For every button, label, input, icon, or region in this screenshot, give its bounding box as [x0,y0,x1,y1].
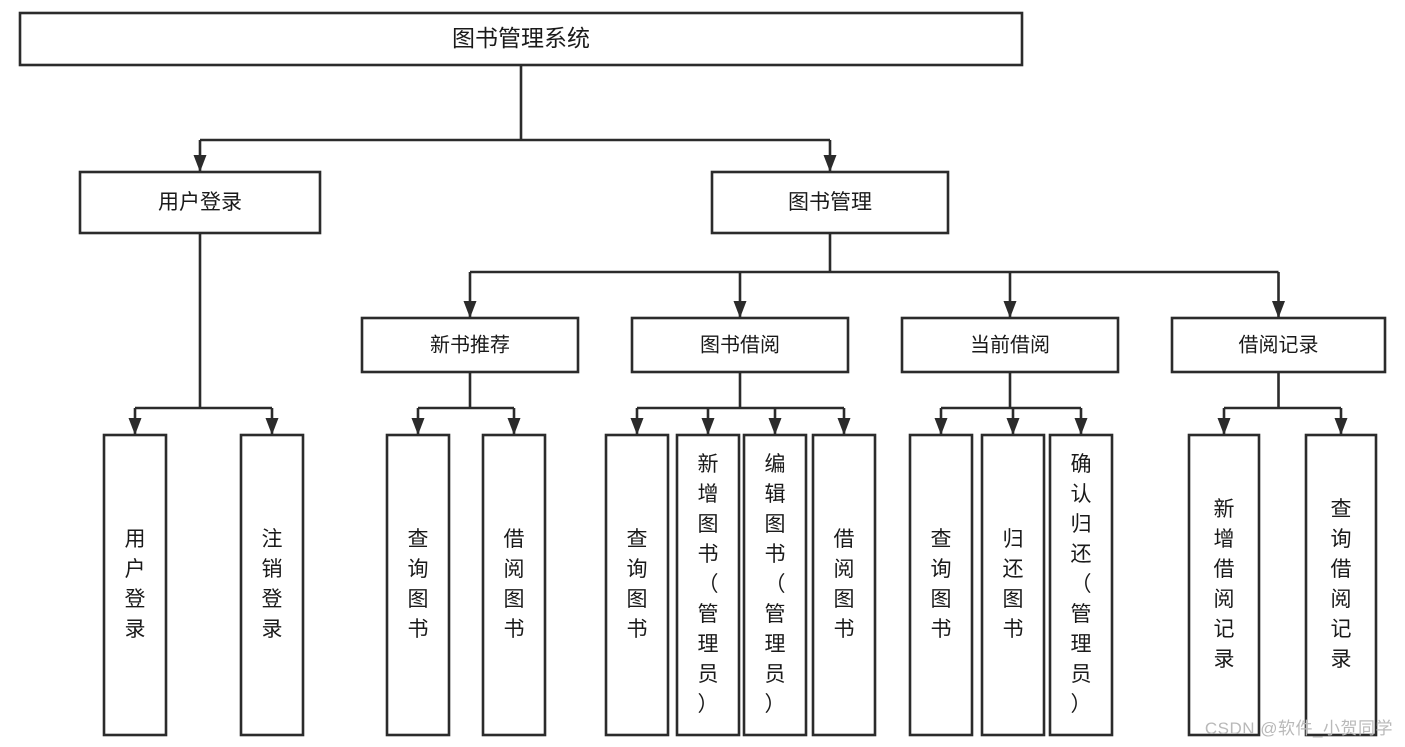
node-query-book-1[interactable]: 查询图书 [385,433,451,737]
node-borrow-book-1-label: 借阅图书 [504,528,525,641]
arrow-head [128,418,142,435]
node-return-book[interactable]: 归还图书 [980,433,1046,737]
node-query-book-1-label: 查询图书 [408,528,429,641]
arrow-head [507,418,521,435]
arrow-head [934,418,948,435]
arrow-head [1003,301,1017,318]
node-user-logout-label: 注销登录 [262,528,283,641]
node-user-login-do-rect [102,433,168,737]
node-query-borrow-record[interactable]: 查询借阅记录 [1304,433,1378,737]
node-confirm-return-admin-label: 确认归还（管理员） [1071,453,1092,716]
arrow-head [411,418,425,435]
node-query-book-3[interactable]: 查询图书 [908,433,974,737]
node-borrow-book-2[interactable]: 借阅图书 [811,433,877,737]
node-confirm-return-admin[interactable]: 确认归还（管理员） [1048,433,1114,737]
arrow-head [823,155,837,172]
connector-layer [128,65,1348,435]
node-add-borrow-record-rect [1187,433,1261,737]
node-root-label: 图书管理系统 [452,25,590,51]
node-add-book-admin-rect [675,433,741,737]
node-borrow-book-1-rect [481,433,547,737]
node-book-manage-label: 图书管理 [788,191,872,214]
node-query-book-2-rect [604,433,670,737]
node-user-login-rect [78,170,322,235]
node-query-borrow-record-label: 查询借阅记录 [1331,498,1352,671]
node-user-logout[interactable]: 注销登录 [239,433,305,737]
arrow-head [193,155,207,172]
node-new-book-recommend-label: 新书推荐 [430,333,510,356]
node-borrow-record-rect [1170,316,1387,374]
arrow-head [1006,418,1020,435]
node-user-logout-rect [239,433,305,737]
arrow-head [1334,418,1348,435]
node-edit-book-admin-rect [742,433,808,737]
arrow-head [265,418,279,435]
arrow-head [1217,418,1231,435]
node-book-borrow-rect [630,316,850,374]
node-book-manage[interactable]: 图书管理 [710,170,950,235]
node-borrow-book-2-rect [811,433,877,737]
node-edit-book-admin[interactable]: 编辑图书（管理员） [742,433,808,737]
node-add-borrow-record[interactable]: 新增借阅记录 [1187,433,1261,737]
node-user-login[interactable]: 用户登录 [78,170,322,235]
node-borrow-record-label: 借阅记录 [1239,333,1319,356]
node-query-book-3-rect [908,433,974,737]
node-root[interactable]: 图书管理系统 [18,11,1024,67]
node-book-borrow-label: 图书借阅 [700,333,780,356]
node-user-login-do-label: 用户登录 [125,528,146,641]
node-return-book-rect [980,433,1046,737]
node-query-book-2[interactable]: 查询图书 [604,433,670,737]
node-confirm-return-admin-rect [1048,433,1114,737]
node-layer: 图书管理系统用户登录用户登录注销登录图书管理新书推荐查询图书借阅图书图书借阅查询… [18,11,1387,737]
node-user-login-label: 用户登录 [158,191,242,214]
node-return-book-label: 归还图书 [1003,528,1024,641]
node-book-borrow[interactable]: 图书借阅 [630,316,850,374]
arrow-head [837,418,851,435]
node-edit-book-admin-label: 编辑图书（管理员） [765,453,786,716]
node-new-book-recommend-rect [360,316,580,374]
node-query-borrow-record-rect [1304,433,1378,737]
arrow-head [1272,301,1285,318]
node-book-manage-rect [710,170,950,235]
arrow-head [630,418,644,435]
node-borrow-record[interactable]: 借阅记录 [1170,316,1387,374]
node-add-book-admin[interactable]: 新增图书（管理员） [675,433,741,737]
node-add-borrow-record-label: 新增借阅记录 [1214,498,1235,671]
node-root-rect [18,11,1024,67]
node-borrow-book-1[interactable]: 借阅图书 [481,433,547,737]
node-user-login-do[interactable]: 用户登录 [102,433,168,737]
node-add-book-admin-label: 新增图书（管理员） [698,453,719,716]
arrow-head [1074,418,1088,435]
arrow-head [463,301,477,318]
arrow-head [701,418,715,435]
arrow-head [733,301,747,318]
node-new-book-recommend[interactable]: 新书推荐 [360,316,580,374]
node-current-borrow-rect [900,316,1120,374]
node-query-book-2-label: 查询图书 [627,528,648,641]
node-current-borrow[interactable]: 当前借阅 [900,316,1120,374]
node-query-book-1-rect [385,433,451,737]
node-borrow-book-2-label: 借阅图书 [834,528,855,641]
node-current-borrow-label: 当前借阅 [970,333,1050,356]
node-query-book-3-label: 查询图书 [931,528,952,641]
arrow-head [768,418,782,435]
